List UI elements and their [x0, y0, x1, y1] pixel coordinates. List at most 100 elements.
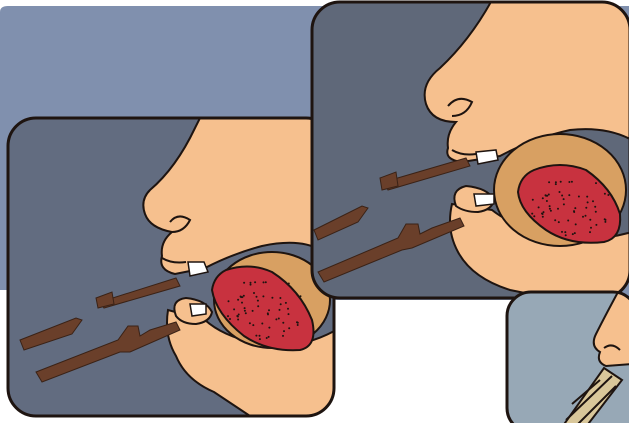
lip-dot: [555, 183, 557, 185]
lip-dot: [279, 309, 281, 311]
lip-dot: [607, 194, 609, 196]
lip-dot: [297, 322, 299, 324]
lip-dot: [563, 198, 565, 200]
lip-dot: [253, 292, 255, 294]
lip-dot: [550, 210, 552, 212]
lip-dot: [266, 337, 268, 339]
lip-dot: [267, 312, 269, 314]
lip-dot: [257, 305, 259, 307]
lip-dot: [568, 194, 570, 196]
lip-dot: [261, 323, 263, 325]
lip-dot: [542, 213, 544, 215]
lip-dot: [592, 200, 594, 202]
lip-dot: [282, 335, 284, 337]
lip-dot: [297, 324, 299, 326]
lip-dot: [244, 310, 246, 312]
lip-dot: [237, 299, 239, 301]
lip-dot: [243, 282, 245, 284]
lip-dot: [531, 213, 533, 215]
lip-dot: [564, 231, 566, 233]
lip-dot: [572, 233, 574, 235]
lip-dot: [288, 313, 290, 315]
lip-dot: [574, 232, 576, 234]
lip-dot: [288, 283, 290, 285]
lip-dot: [594, 206, 596, 208]
lip-dot: [288, 327, 290, 329]
lip-dot: [571, 181, 573, 183]
lip-dot: [250, 282, 252, 284]
lip-dot: [283, 330, 285, 332]
lip-dot: [560, 181, 562, 183]
lip-dot: [549, 208, 551, 210]
lip-dot: [237, 316, 239, 318]
lip-dot: [300, 295, 302, 297]
lip-dot: [548, 194, 550, 196]
teeth-lower-left: [190, 304, 206, 316]
lip-dot: [271, 297, 273, 299]
lip-dot: [228, 300, 230, 302]
lip-dot: [557, 208, 559, 210]
lip-dot: [543, 211, 545, 213]
lip-dot: [605, 219, 607, 221]
lip-dot: [532, 199, 534, 201]
lip-dot: [279, 297, 281, 299]
lip-dot: [578, 196, 580, 198]
lip-dot: [604, 221, 606, 223]
lip-dot: [255, 335, 257, 337]
lip-dot: [240, 296, 242, 298]
lip-dot: [587, 201, 589, 203]
lip-dot: [585, 215, 587, 217]
lip-dot: [249, 322, 251, 324]
lip-dot: [555, 181, 557, 183]
lip-dot: [546, 200, 548, 202]
lip-dot: [280, 303, 282, 305]
lip-dot: [589, 231, 591, 233]
lip-dot: [252, 310, 254, 312]
lip-dot: [229, 318, 231, 320]
lip-dot: [268, 327, 270, 329]
lip-dot: [238, 314, 240, 316]
lip-dot: [533, 215, 535, 217]
lip-dot: [574, 207, 576, 209]
lip-dot: [538, 206, 540, 208]
lip-dot: [268, 336, 270, 338]
lip-dot: [595, 224, 597, 226]
lip-dot: [558, 221, 560, 223]
lip-dot: [259, 335, 261, 337]
lip-dot: [250, 284, 252, 286]
lip-dot: [262, 295, 264, 297]
lip-dot: [244, 307, 246, 309]
lip-dot: [287, 308, 289, 310]
lip-dot: [549, 205, 551, 207]
lip-dot: [565, 234, 567, 236]
lip-dot: [561, 195, 563, 197]
teeth-lower-right: [474, 194, 494, 206]
lip-dot: [542, 197, 544, 199]
lip-dot: [296, 294, 298, 296]
lip-dot: [282, 322, 284, 324]
lip-dot: [259, 338, 261, 340]
lip-dot: [595, 182, 597, 184]
panel-bottom: [507, 292, 629, 423]
lip-dot: [568, 181, 570, 183]
lip-dot: [585, 207, 587, 209]
lip-dot: [561, 231, 563, 233]
lip-dot: [604, 193, 606, 195]
lip-dot: [265, 281, 267, 283]
lip-dot: [590, 227, 592, 229]
lip-dot: [554, 219, 556, 221]
lip-dot: [278, 318, 280, 320]
lip-dot: [245, 312, 247, 314]
lip-dot: [542, 216, 544, 218]
lip-dot: [227, 315, 229, 317]
panel-right: [312, 0, 629, 300]
lip-dot: [263, 281, 265, 283]
lip-dot: [285, 302, 287, 304]
lip-dot: [243, 295, 245, 297]
lip-dot: [567, 220, 569, 222]
lip-dot: [268, 309, 270, 311]
lip-dot: [233, 308, 235, 310]
lip-dot: [595, 211, 597, 213]
lip-dot: [275, 318, 277, 320]
